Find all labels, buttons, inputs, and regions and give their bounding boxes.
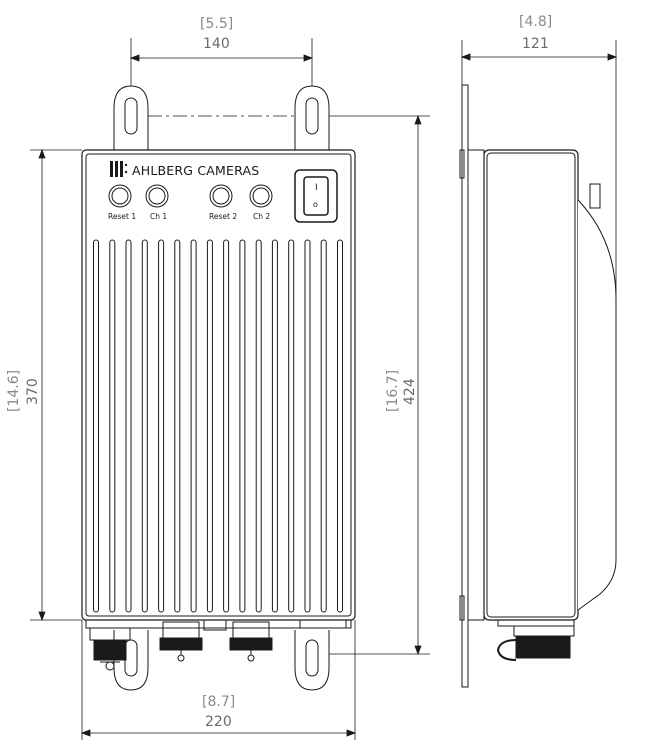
dim-side-depth-mm: 121 — [522, 36, 549, 52]
mounting-bracket-top-right — [294, 85, 330, 150]
dim-side-depth-inches: [4.8] — [519, 14, 552, 30]
brand-name: AHLBERG CAMERAS — [132, 163, 259, 178]
vent-slot — [109, 239, 116, 613]
vent-slot — [337, 239, 343, 613]
vent-slot — [255, 239, 262, 613]
vent-slot — [141, 239, 148, 613]
connector-left — [89, 627, 131, 671]
vent-slot — [288, 239, 295, 613]
vent-slot — [93, 239, 99, 613]
vent-slot — [320, 239, 327, 613]
connector-mid-1 — [159, 621, 203, 662]
dim-body-height-inches: [14.6] — [6, 370, 22, 412]
button-reset-2[interactable] — [209, 184, 233, 208]
dim-bottom-width-inches: [8.7] — [202, 694, 235, 710]
vent-slot — [190, 239, 197, 613]
vent-slot — [125, 239, 132, 613]
dimension-labels: [5.5] 140 [4.8] 121 [14.6] 370 [16.7] 42… — [6, 14, 552, 730]
power-switch-off-mark: o — [313, 200, 318, 209]
dim-top-width-inches: [5.5] — [200, 16, 233, 32]
vent-slot — [271, 239, 278, 613]
vent-slot — [223, 239, 230, 613]
mounting-bracket-top-left — [113, 85, 149, 150]
button-ch-2[interactable] — [249, 184, 273, 208]
side-body — [467, 149, 485, 621]
vent-slots — [93, 239, 343, 613]
vent-slot — [158, 239, 165, 613]
button-label-reset-2: Reset 2 — [209, 212, 237, 221]
button-label-ch-2: Ch 2 — [253, 212, 270, 221]
wall-plate — [461, 84, 469, 688]
connector-mid-2 — [229, 621, 273, 662]
dim-total-height-inches: [16.7] — [385, 370, 401, 412]
dim-bottom-width-mm: 220 — [205, 714, 232, 730]
bottom-connectors — [85, 619, 352, 671]
vent-slot — [206, 239, 213, 613]
brand-logo — [110, 161, 128, 177]
connector-mid-small — [203, 619, 227, 631]
dimension-lines — [30, 38, 618, 740]
side-view — [459, 84, 617, 688]
button-label-ch-1: Ch 1 — [150, 212, 167, 221]
button-label-reset-1: Reset 1 — [108, 212, 136, 221]
power-switch[interactable]: I o — [294, 169, 338, 223]
front-view: AHLBERG CAMERAS Reset 1 Ch 1 Reset 2 Ch … — [81, 85, 356, 691]
side-connector — [496, 619, 575, 661]
power-switch-on-mark: I — [315, 183, 318, 193]
vent-slot — [239, 239, 246, 613]
vent-slot — [174, 239, 181, 613]
button-ch-1[interactable] — [145, 184, 169, 208]
dim-body-height-mm: 370 — [25, 378, 41, 405]
button-reset-1[interactable] — [108, 184, 132, 208]
dim-total-height-mm: 424 — [402, 378, 418, 405]
dim-top-width-mm: 140 — [203, 36, 230, 52]
connector-right-gland — [299, 619, 347, 629]
vent-slot — [304, 239, 311, 613]
mounting-bracket-bottom-right — [294, 630, 330, 691]
